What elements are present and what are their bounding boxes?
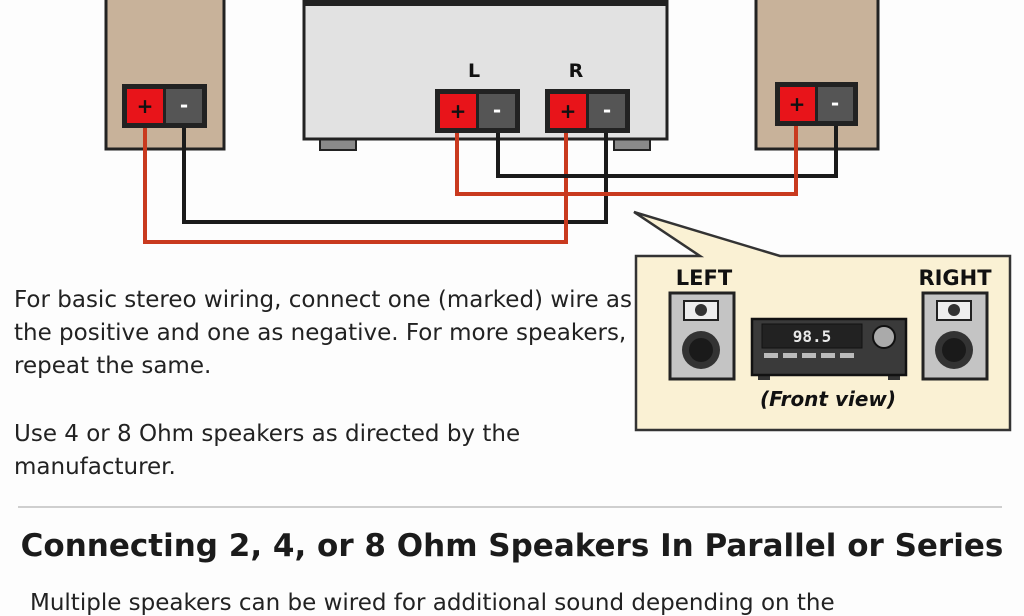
left-positive-wire [143,124,568,244]
wiring-diagram: L R + - + - + - + - LEFT R [104,0,1012,432]
callout-left-label: LEFT [676,266,733,290]
left-speaker-negative-terminal [166,89,202,123]
minus-symbol: - [493,98,501,122]
amp-right-negative-terminal [589,94,625,128]
plus-symbol: + [789,92,806,116]
receiver-front-icon [750,317,908,380]
section-divider [18,506,1002,508]
ohm-rating-paragraph: Use 4 or 8 Ohm speakers as directed by t… [14,421,521,480]
right-speaker-front-icon [921,291,989,381]
callout-caption: (Front view) [760,387,896,411]
right-negative-wire [496,124,838,178]
plus-symbol: + [137,94,154,118]
amp-left-terminals [435,89,520,133]
right-speaker-positive-terminal [780,87,815,121]
left-speaker-front-icon [668,291,736,381]
right-speaker-terminals [775,82,858,126]
amp-left-negative-terminal [479,94,515,128]
receiver-display-value: 98.5 [793,327,832,346]
callout-right-label: RIGHT [918,266,992,290]
section-intro-text: Multiple speakers can be wired for addit… [30,590,835,616]
amplifier [302,0,669,151]
stereo-wiring-paragraph: For basic stereo wiring, connect one (ma… [14,287,633,379]
right-speaker-cabinet [754,0,880,151]
section-heading: Connecting 2, 4, or 8 Ohm Speakers In Pa… [20,528,1004,564]
amp-left-positive-terminal [440,94,476,128]
amp-right-terminals [545,89,630,133]
right-speaker-negative-terminal [818,87,853,121]
volume-knob-icon [872,325,896,349]
minus-symbol: - [831,91,839,115]
plus-symbol: + [450,99,467,123]
left-speaker-positive-terminal [127,89,163,123]
minus-symbol: - [180,93,188,117]
left-negative-wire [182,124,608,224]
minus-symbol: - [603,98,611,122]
left-speaker-terminals [122,84,207,128]
amp-right-channel-label: R [569,60,584,82]
plus-symbol: + [560,99,577,123]
amp-right-positive-terminal [550,94,586,128]
amp-left-channel-label: L [468,60,480,82]
right-positive-wire [455,124,798,196]
